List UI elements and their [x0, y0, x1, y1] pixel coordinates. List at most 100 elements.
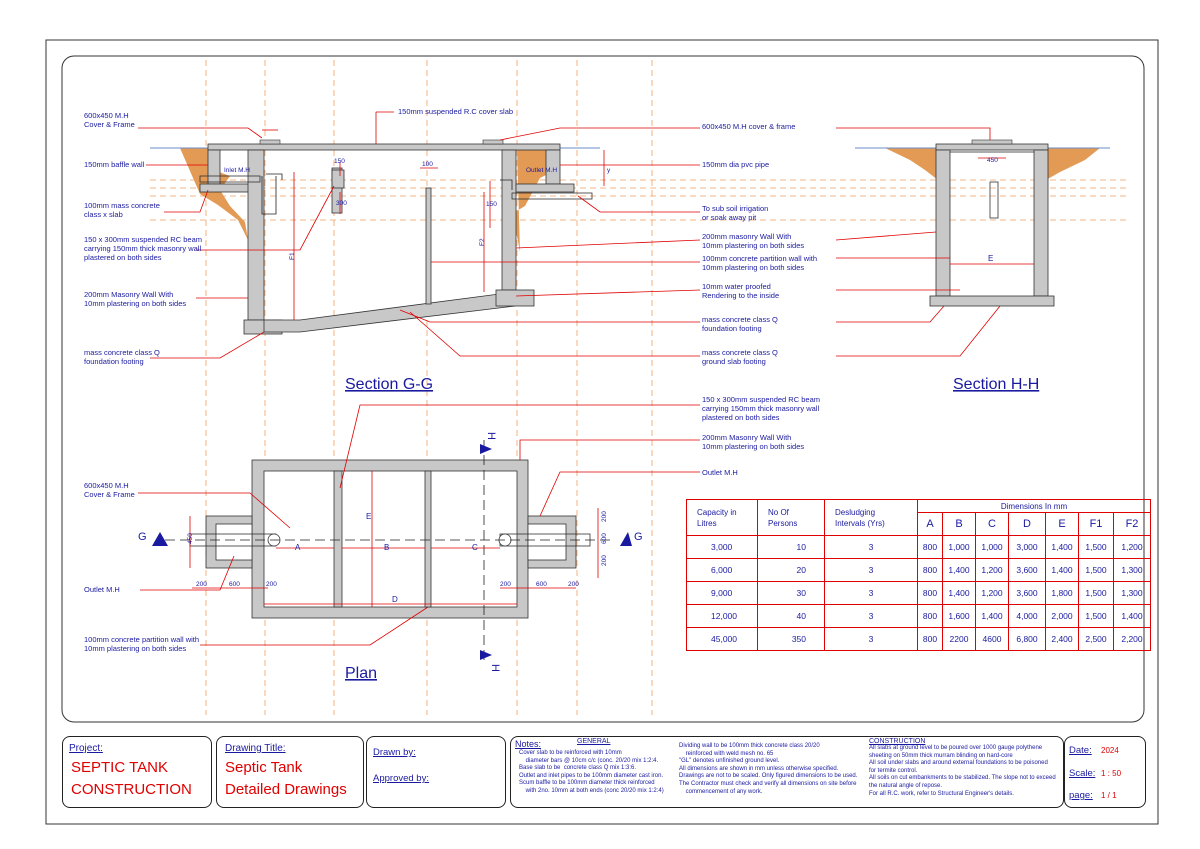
cell-dim-f1: 1,500: [1078, 581, 1114, 605]
dim-e: E: [988, 254, 993, 263]
cell-capacity: 6,000: [686, 558, 758, 582]
plan-masonry-line2: 10mm plastering on both sides: [702, 442, 804, 451]
dim-150b: 150: [486, 201, 497, 208]
cell-dim-d: 3,600: [1008, 581, 1046, 605]
header-dimensions: Dimensions In mm: [917, 499, 1151, 513]
cell-dim-a: 800: [917, 627, 943, 651]
dim-y: y: [607, 167, 611, 174]
header-capacity-line2: Litres: [697, 518, 717, 528]
partition-right-line2: 10mm plastering on both sides: [702, 263, 804, 272]
mass-concrete-slab-line2: class x slab: [84, 210, 123, 219]
foundation-line2: foundation footing: [84, 357, 144, 366]
mass-concrete-slab-line1: 100mm mass concrete: [84, 201, 160, 210]
cell-dim-a: 800: [917, 558, 943, 582]
notes-general: Cover slab to be reinforced with 10mm di…: [519, 750, 664, 794]
dim-200-v2: 200: [601, 555, 608, 566]
plan-rc-beam-line1: 150 x 300mm suspended RC beam: [702, 395, 820, 404]
dim-450: 450: [987, 157, 998, 164]
scale-value: 1 : 50: [1101, 769, 1122, 778]
dim-c: C: [472, 543, 478, 552]
cell-dim-e: 1,400: [1045, 535, 1079, 559]
project-label: Project:: [69, 743, 103, 754]
drawing-label: Drawing Title:: [225, 743, 286, 754]
plan-labels: 150 x 300mm suspended RC beam carrying 1…: [84, 395, 820, 653]
cell-persons: 10: [757, 535, 825, 559]
drawing-line1: Septic Tank: [225, 759, 303, 776]
project-line1: SEPTIC TANK: [71, 759, 168, 776]
section-marker-g-right: G: [634, 531, 643, 543]
project-line2: CONSTRUCTION: [71, 781, 192, 798]
cell-dim-f1: 1,500: [1078, 535, 1114, 559]
cell-interval: 3: [824, 581, 918, 605]
notes-mid: Dividing wall to be 100mm thick concrete…: [679, 743, 858, 795]
col-f2: F2: [1113, 512, 1151, 536]
cell-persons: 40: [757, 604, 825, 628]
col-e: E: [1045, 512, 1079, 536]
drawing-title-box: Drawing Title: Septic Tank Detailed Draw…: [216, 736, 364, 808]
drawn-by-label: Drawn by:: [373, 747, 416, 758]
cell-dim-f2: 1,400: [1113, 604, 1151, 628]
dim-b: B: [384, 543, 389, 552]
project-box: Project: SEPTIC TANK CONSTRUCTION: [62, 736, 212, 808]
header-interval-line2: Intervals (Yrs): [835, 518, 885, 528]
header-capacity: Capacity in Litres: [686, 499, 758, 536]
cell-dim-c: 4600: [975, 627, 1009, 651]
cell-dim-f2: 1,300: [1113, 581, 1151, 605]
dim-200-right2: 200: [568, 581, 579, 588]
cell-capacity: 3,000: [686, 535, 758, 559]
pvc-pipe-label: 150mm dia pvc pipe: [702, 160, 769, 169]
cell-dim-b: 1,600: [942, 604, 976, 628]
dim-100: 100: [422, 161, 433, 168]
cell-capacity: 12,000: [686, 604, 758, 628]
rc-beam-line3: plastered on both sides: [84, 253, 162, 262]
col-f1: F1: [1078, 512, 1114, 536]
cell-dim-d: 6,800: [1008, 627, 1046, 651]
cell-dim-d: 3,000: [1008, 535, 1046, 559]
general-label: GENERAL: [577, 738, 611, 745]
section-marker-h-top: H: [485, 432, 497, 440]
cell-dim-b: 1,400: [942, 581, 976, 605]
soak-away-line2: or soak away pit: [702, 213, 757, 222]
water-proofed-line1: 10mm water proofed: [702, 282, 771, 291]
cell-persons: 30: [757, 581, 825, 605]
cell-dim-c: 1,400: [975, 604, 1009, 628]
sheet-border: [45, 39, 1159, 825]
cell-dim-e: 1,800: [1045, 581, 1079, 605]
masonry-right-line1: 200mm masonry Wall With: [702, 232, 791, 241]
cell-persons: 20: [757, 558, 825, 582]
rc-beam-line1: 150 x 300mm suspended RC beam: [84, 235, 202, 244]
dim-200-v1: 200: [601, 511, 608, 522]
cell-dim-a: 800: [917, 535, 943, 559]
cell-dim-f2: 2,200: [1113, 627, 1151, 651]
masonry-right-line2: 10mm plastering on both sides: [702, 241, 804, 250]
dim-150: 150: [334, 158, 345, 165]
date-value: 2024: [1101, 746, 1119, 755]
section-marker-h-bottom: H: [489, 664, 501, 672]
plan-partition-line2: 10mm plastering on both sides: [84, 644, 186, 653]
water-proofed-line2: Rendering to the inside: [702, 291, 779, 300]
leader-lines: [138, 111, 1001, 646]
cell-dim-c: 1,000: [975, 535, 1009, 559]
mh-cover-line2: Cover & Frame: [84, 120, 135, 129]
plan-mh-cover-line1: 600x450 M.H: [84, 481, 129, 490]
dim-d: D: [392, 595, 398, 604]
cell-dim-f1: 1,500: [1078, 558, 1114, 582]
cell-dim-a: 800: [917, 604, 943, 628]
dim-450-v: 450: [187, 533, 194, 544]
ground-slab-line1: mass concrete class Q: [702, 348, 778, 357]
plan-masonry-line1: 200mm Masonry Wall With: [702, 433, 791, 442]
col-a: A: [917, 512, 943, 536]
table-header-row: Capacity in Litres No Of Persons Desludg…: [686, 499, 1151, 536]
cell-dim-e: 2,000: [1045, 604, 1079, 628]
cell-interval: 3: [824, 604, 918, 628]
cell-capacity: 9,000: [686, 581, 758, 605]
drawing-label-text: Drawing Title:: [225, 743, 286, 754]
drawing-frame: [61, 55, 1145, 723]
plan-outlet-mh-left: Outlet M.H: [84, 585, 120, 594]
header-interval: Desludging Intervals (Yrs): [824, 499, 918, 536]
mh-cover-line1: 600x450 M.H: [84, 111, 129, 120]
